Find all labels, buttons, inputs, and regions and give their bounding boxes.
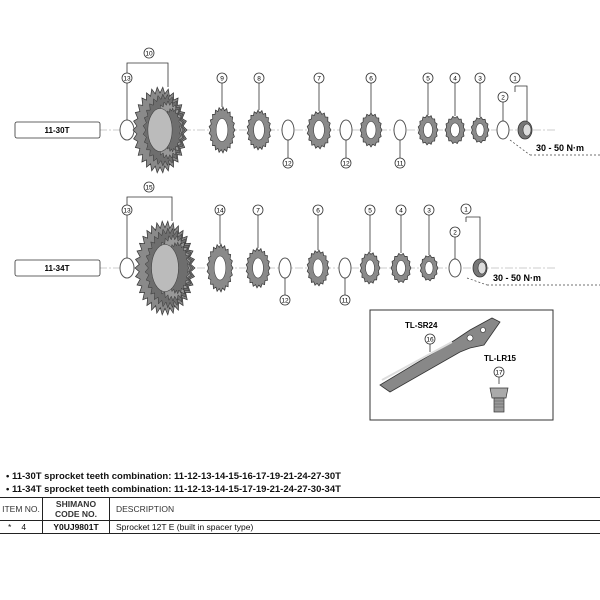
sprocket-cluster xyxy=(132,86,188,174)
header-description: DESCRIPTION xyxy=(116,504,175,514)
sprocket xyxy=(245,247,271,289)
sprocket xyxy=(359,112,383,148)
callout-16: 16 xyxy=(426,337,434,344)
lockring xyxy=(472,258,488,278)
sprocket xyxy=(470,116,490,144)
cassette-11-30t-assembly: 11-30T 13 9 8 12 7 12 6 11 5 4 3 10 2 1 30 - 50 N·m xyxy=(14,47,600,174)
spacer xyxy=(119,257,135,279)
note-11-34t-combination: • 11-34T sprocket teeth combination: 11-… xyxy=(6,484,341,495)
callout-17: 17 xyxy=(495,370,503,377)
callout-12: 12 xyxy=(284,160,292,167)
sprocket xyxy=(444,115,466,145)
callout-4: 4 xyxy=(399,207,403,214)
callout-8: 8 xyxy=(257,75,261,82)
header-code-no: SHIMANO CODE NO. xyxy=(42,497,110,521)
sprocket-remover-tool-icon xyxy=(379,317,501,393)
callout-11: 11 xyxy=(397,160,404,167)
parts-table: ITEM NO. SHIMANO CODE NO. DESCRIPTION * 4… xyxy=(0,497,600,534)
sprocket xyxy=(390,252,412,284)
callout-1: 1 xyxy=(464,206,468,213)
callout-1: 1 xyxy=(513,75,517,82)
sprocket xyxy=(417,114,439,146)
callout-5: 5 xyxy=(426,75,430,82)
sprocket xyxy=(206,243,234,293)
torque-spec: 30 - 50 N·m xyxy=(536,143,584,153)
callout-10: 10 xyxy=(145,50,153,57)
spacer xyxy=(281,119,295,141)
spacer xyxy=(338,257,352,279)
callout-12: 12 xyxy=(342,160,350,167)
spacer xyxy=(496,120,510,140)
tools-box: TL-SR24 16 TL-LR15 17 xyxy=(369,309,554,421)
callout-13: 13 xyxy=(123,75,131,82)
torque-spec: 30 - 50 N·m xyxy=(493,273,541,283)
callout-12: 12 xyxy=(281,297,289,304)
sprocket xyxy=(306,110,332,150)
callout-3: 3 xyxy=(478,75,482,82)
spacer xyxy=(393,119,407,141)
lockring xyxy=(517,120,533,140)
callout-13: 13 xyxy=(123,207,131,214)
sprocket xyxy=(419,254,439,282)
spacer xyxy=(339,119,353,141)
row-code-no: Y0UJ9801T xyxy=(42,520,110,534)
callout-7: 7 xyxy=(256,207,260,214)
sprocket-cluster xyxy=(134,220,196,316)
callout-2: 2 xyxy=(453,229,457,236)
callout-5: 5 xyxy=(368,207,372,214)
row-item-no: 4 xyxy=(21,522,27,532)
spacer xyxy=(448,258,462,278)
callout-3: 3 xyxy=(427,207,431,214)
callout-7: 7 xyxy=(317,75,321,82)
callout-15: 15 xyxy=(145,184,153,191)
row-description: Sprocket 12T E (built in spacer type) xyxy=(116,522,254,532)
speed-range-label: 11-34T xyxy=(45,264,70,273)
sprocket xyxy=(306,249,330,287)
callout-9: 9 xyxy=(220,75,224,82)
callout-6: 6 xyxy=(316,207,320,214)
table-row: * 4 Y0UJ9801T Sprocket 12T E (built in sp… xyxy=(0,520,600,534)
row-mark: * xyxy=(8,522,12,532)
tl-sr24-label: TL-SR24 xyxy=(405,321,438,330)
sprocket xyxy=(208,106,236,154)
header-item-no: ITEM NO. xyxy=(0,497,43,521)
callout-11: 11 xyxy=(342,297,349,304)
spacer xyxy=(119,119,135,141)
sprocket xyxy=(246,109,272,151)
note-11-30t-combination: • 11-30T sprocket teeth combination: 11-… xyxy=(6,471,341,482)
callout-2: 2 xyxy=(501,94,505,101)
cassette-11-34t-assembly: 11-34T 13 14 7 12 6 11 5 4 3 15 2 1 30 - 50 N·m xyxy=(14,181,600,316)
callout-4: 4 xyxy=(453,75,457,82)
lockring-tool-icon xyxy=(489,387,509,413)
speed-range-label: 11-30T xyxy=(45,126,70,135)
callout-14: 14 xyxy=(216,207,224,214)
table-header-row: ITEM NO. SHIMANO CODE NO. DESCRIPTION xyxy=(0,497,600,521)
sprocket xyxy=(359,251,381,285)
tl-lr15-label: TL-LR15 xyxy=(484,354,517,363)
callout-6: 6 xyxy=(369,75,373,82)
spacer xyxy=(278,257,292,279)
